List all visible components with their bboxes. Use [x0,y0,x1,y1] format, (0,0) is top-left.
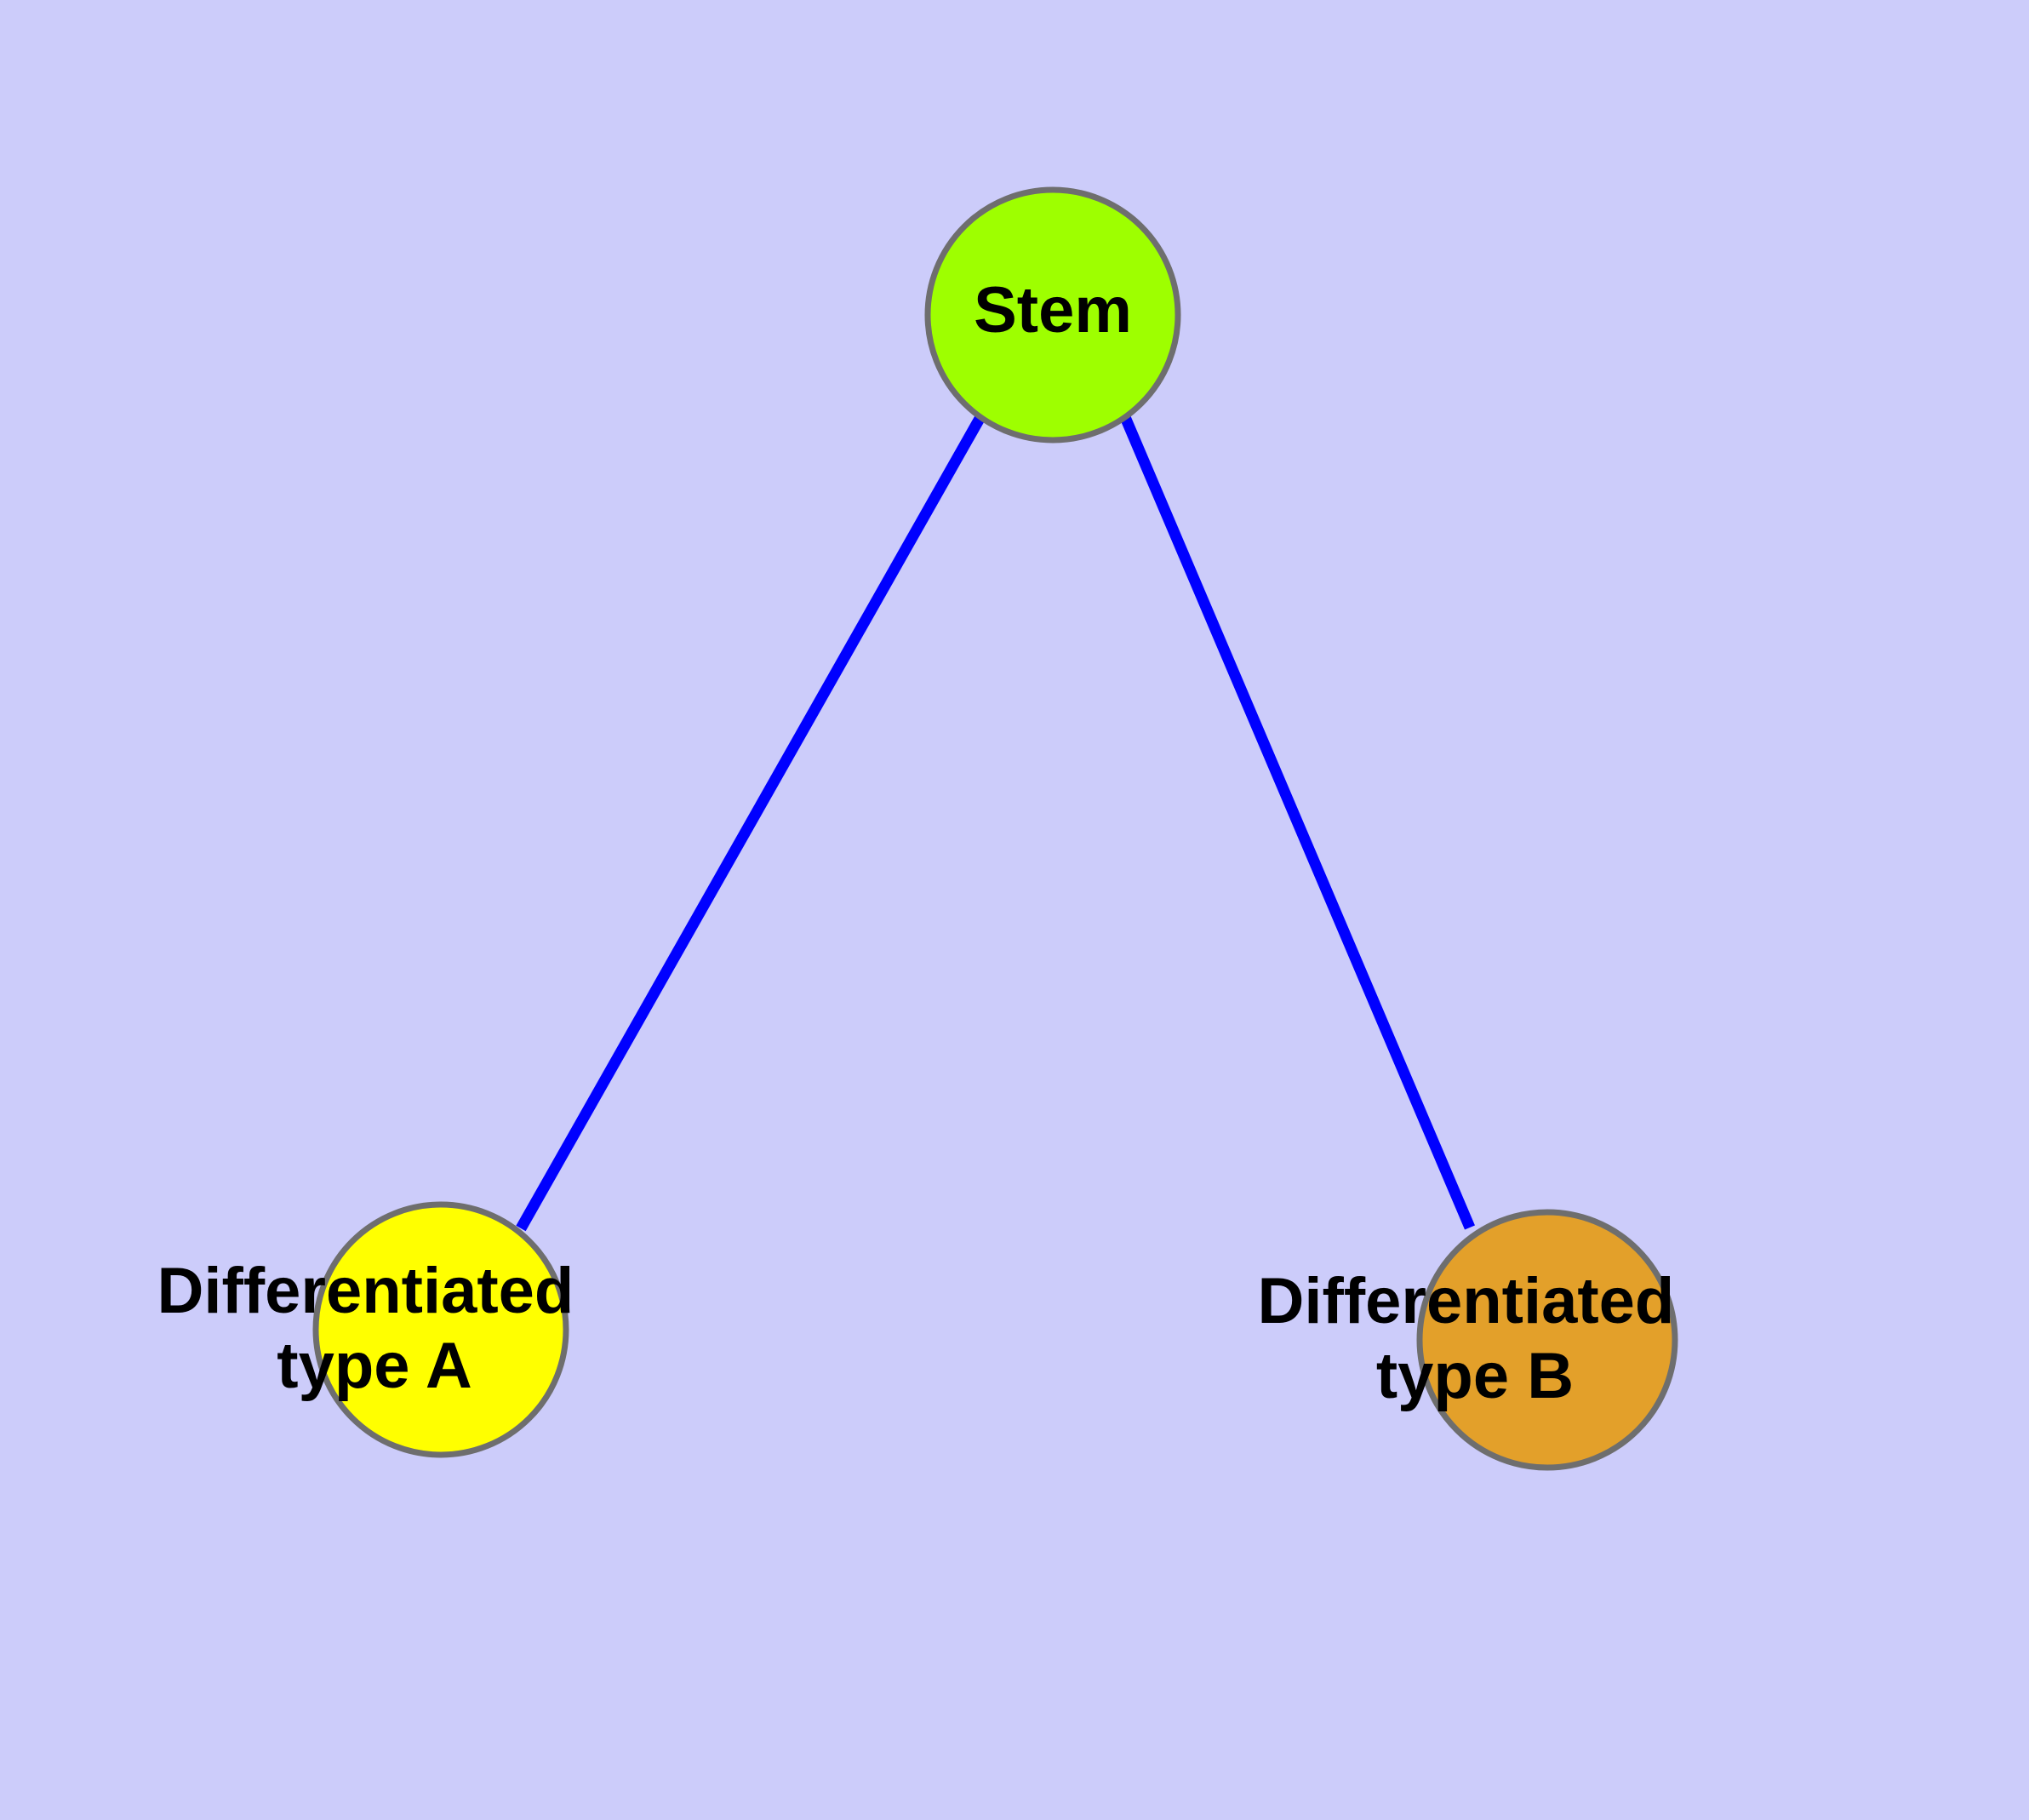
node-differentiated-type-b[interactable]: Differentiated type B [1258,1209,1693,1471]
node-differentiated-type-b-label: Differentiated type B [1258,1265,1693,1412]
node-differentiated-type-a-circle[interactable] [312,1201,569,1458]
edge-stem-to-differentiated-type-a[interactable] [516,414,986,1232]
node-stem-label: Stem [974,274,1132,346]
node-stem-circle[interactable] [924,186,1181,444]
edge-stem-to-differentiated-type-b[interactable] [1120,415,1475,1230]
node-differentiated-type-a[interactable]: Differentiated type A [157,1201,592,1458]
node-differentiated-type-b-circle[interactable] [1416,1209,1678,1471]
node-group: Stem Differentiated type A Differentiate… [157,186,1693,1471]
node-stem[interactable]: Stem [924,186,1181,444]
edge-group [516,414,1475,1232]
node-differentiated-type-a-label: Differentiated type A [157,1255,592,1402]
